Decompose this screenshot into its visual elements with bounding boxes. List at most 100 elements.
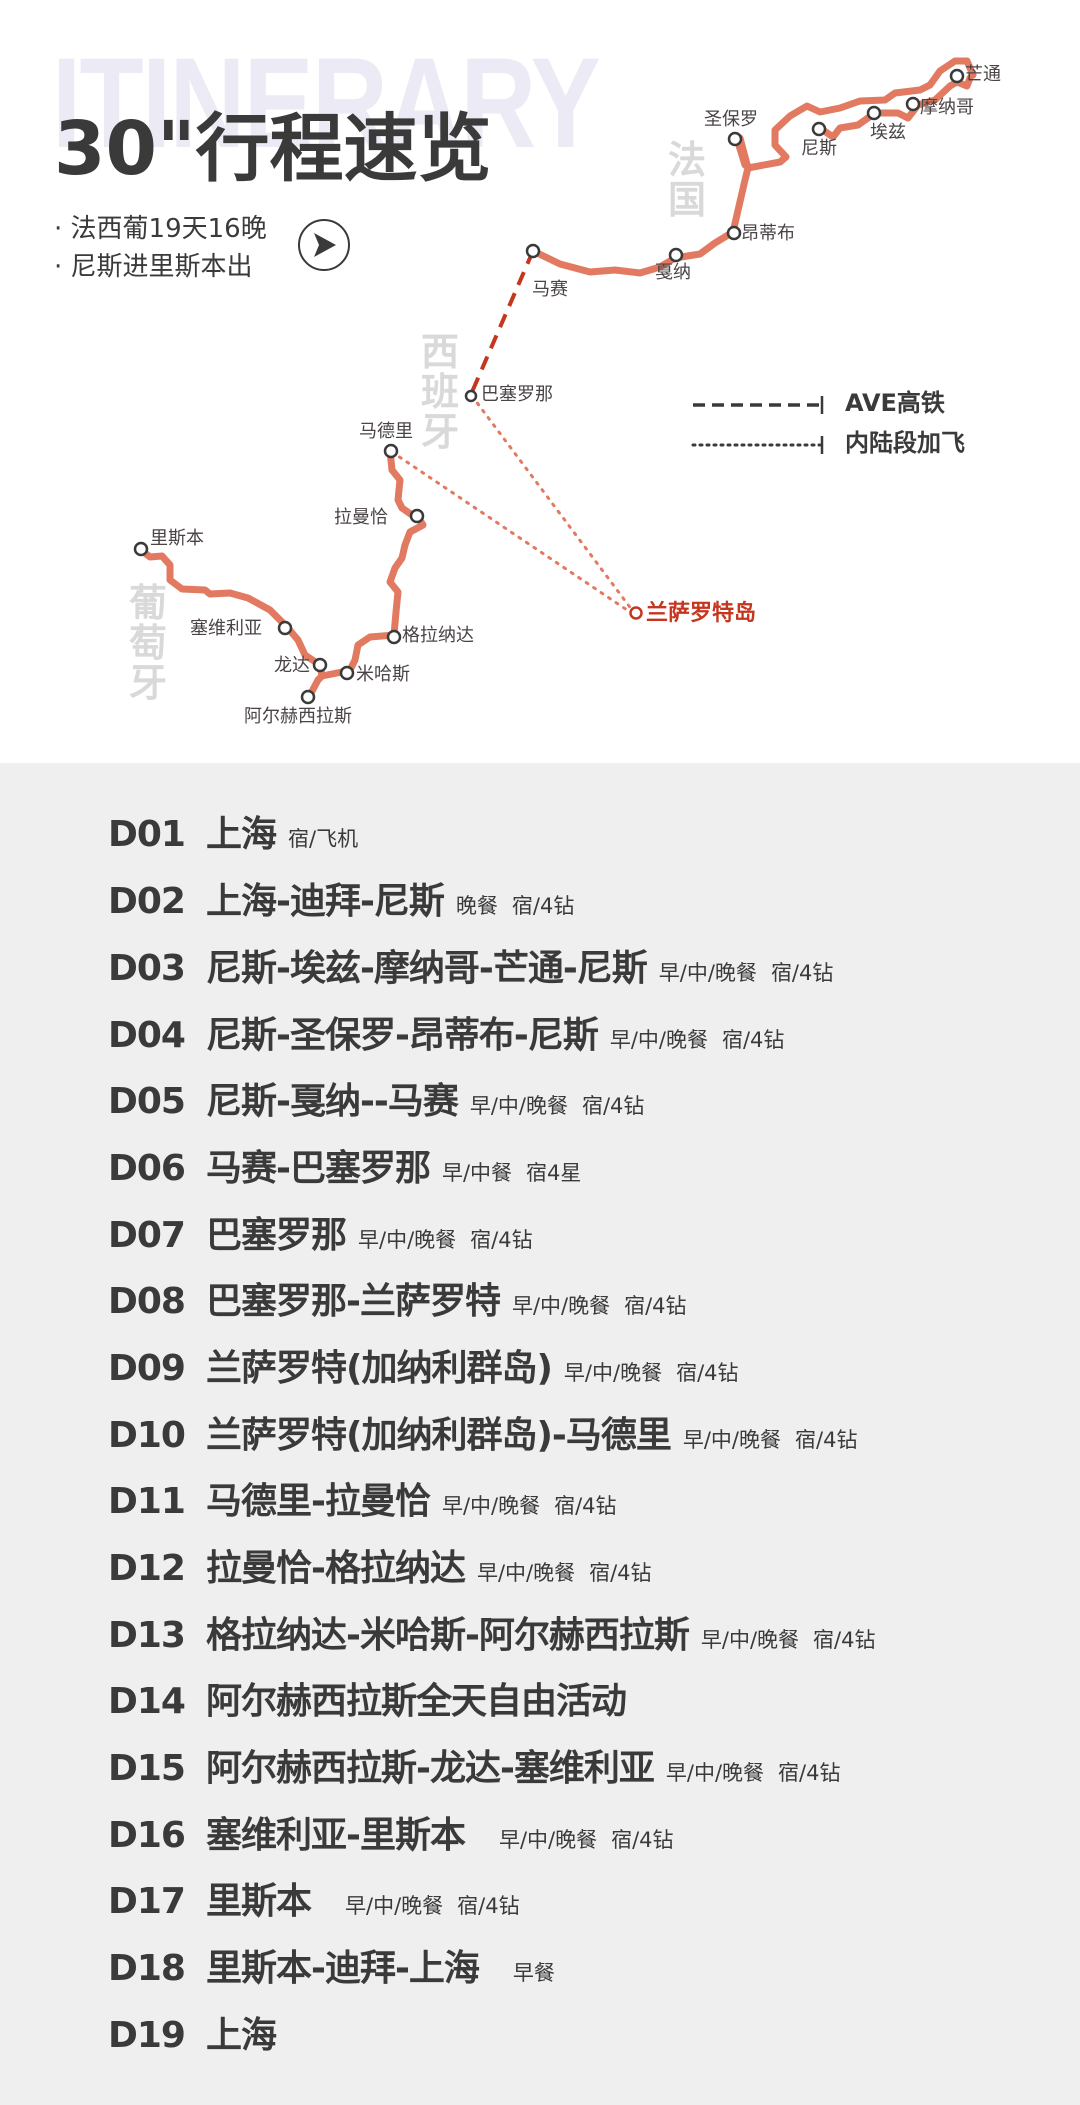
city-label-cannes: 戛纳 xyxy=(655,262,691,283)
day-hotel: 宿/4钻 xyxy=(795,1428,858,1452)
day-route: 兰萨罗特(加纳利群岛) xyxy=(206,1348,553,1389)
route-map-section: ITINERARY 30"行程速览 · 法西葡19天16晚 · 尼斯进里斯本出 xyxy=(0,0,1080,763)
city-label-eze: 埃兹 xyxy=(870,122,906,143)
day-hotel: 宿/4钻 xyxy=(589,1561,652,1585)
day-hotel: 宿/4钻 xyxy=(511,894,575,918)
day-meals: 早/中/晚餐 xyxy=(441,1494,541,1518)
itinerary-row-d12: D12 拉曼恰-格拉纳达早/中/晚餐宿/4钻 xyxy=(108,1539,652,1593)
day-meals: 早/中/晚餐 xyxy=(345,1894,444,1918)
itinerary-row-d04: D04 尼斯-圣保罗-昂蒂布-尼斯早/中/晚餐宿/4钻 xyxy=(108,1006,784,1060)
day-hotel: 宿/4钻 xyxy=(581,1094,645,1118)
city-label-granada: 格拉纳达 xyxy=(402,625,474,646)
day-route: 尼斯-埃兹-摩纳哥-芒通-尼斯 xyxy=(206,948,648,989)
day-route: 马德里-拉曼恰 xyxy=(206,1481,431,1522)
day-hotel: 宿/4钻 xyxy=(770,961,834,985)
day-route: 上海 xyxy=(206,814,277,855)
itinerary-row-d17: D17 里斯本 早/中/晚餐宿/4钻 xyxy=(108,1872,520,1926)
day-meals: 晚餐 xyxy=(455,894,498,918)
day-route: 巴塞罗那-兰萨罗特 xyxy=(206,1281,501,1322)
day-meals: 早餐 xyxy=(512,1961,555,1985)
day-hotel: 宿/4钻 xyxy=(554,1494,617,1518)
france-route xyxy=(529,57,977,277)
day-code: D01 xyxy=(108,814,186,855)
city-label-algeciras: 阿尔赫西拉斯 xyxy=(244,706,352,727)
day-meals: 早/中/晚餐 xyxy=(358,1228,457,1252)
day-route: 阿尔赫西拉斯全天自由活动 xyxy=(206,1681,627,1722)
day-route: 尼斯-圣保罗-昂蒂布-尼斯 xyxy=(206,1015,599,1056)
itinerary-row-d05: D05 尼斯-戛纳--马赛早/中/晚餐宿/4钻 xyxy=(108,1072,644,1126)
day-code: D17 xyxy=(108,1881,186,1922)
city-label-madrid: 马德里 xyxy=(359,421,413,442)
day-meals: 早/中/晚餐 xyxy=(469,1094,568,1118)
city-nodes xyxy=(133,68,965,705)
day-hotel: 宿/4钻 xyxy=(457,1894,520,1918)
day-meals: 早/中/晚餐 xyxy=(700,1628,800,1652)
itinerary-row-d11: D11 马德里-拉曼恰早/中/晚餐宿/4钻 xyxy=(108,1472,617,1526)
day-meals: 早/中/晚餐 xyxy=(609,1028,708,1052)
play-button[interactable] xyxy=(298,219,350,271)
day-hotel: 宿/4钻 xyxy=(624,1294,687,1318)
day-code: D12 xyxy=(108,1548,186,1589)
route-map xyxy=(133,57,977,705)
country-label-france: 法国 xyxy=(667,137,706,222)
legend-flight-label: 内陆段加飞 xyxy=(845,429,965,457)
country-label-spain: 西班牙 xyxy=(420,329,459,454)
day-meals: 早/中/晚餐 xyxy=(665,1761,765,1785)
city-label-menton: 芒通 xyxy=(965,64,1001,85)
city-label-seville: 塞维利亚 xyxy=(190,618,262,639)
day-code: D14 xyxy=(108,1681,186,1722)
day-route: 马赛-巴塞罗那 xyxy=(206,1148,431,1189)
city-label-monaco: 摩纳哥 xyxy=(920,97,974,118)
day-code: D11 xyxy=(108,1481,186,1522)
day-code: D19 xyxy=(108,2015,186,2056)
day-code: D18 xyxy=(108,1948,186,1989)
day-meals: 早/中/晚餐 xyxy=(476,1561,576,1585)
city-label-ronda: 龙达 xyxy=(274,655,310,676)
day-meals: 早/中/晚餐 xyxy=(682,1428,782,1452)
play-icon xyxy=(314,233,336,257)
day-meals: 早/中/晚餐 xyxy=(511,1294,611,1318)
city-label-saint-paul: 圣保罗 xyxy=(704,109,758,130)
day-route: 里斯本-迪拜-上海 xyxy=(206,1948,480,1989)
trip-summary: · 法西葡19天16晚 xyxy=(54,214,267,244)
itinerary-row-d07: D07 巴塞罗那早/中/晚餐宿/4钻 xyxy=(108,1206,533,1260)
city-label-lanzarote: 兰萨罗特岛 xyxy=(646,601,757,626)
itinerary-row-d18: D18 里斯本-迪拜-上海 早餐 xyxy=(108,1939,569,1993)
day-hotel: 宿/4钻 xyxy=(470,1228,533,1252)
rail-line xyxy=(470,250,535,393)
day-route: 上海-迪拜-尼斯 xyxy=(206,881,445,922)
day-route: 拉曼恰-格拉纳达 xyxy=(206,1548,466,1589)
day-code: D05 xyxy=(108,1081,186,1122)
day-code: D04 xyxy=(108,1015,186,1056)
day-meals: 早/中/晚餐 xyxy=(658,961,757,985)
day-route: 里斯本 xyxy=(206,1881,312,1922)
day-code: D13 xyxy=(108,1615,186,1656)
day-code: D16 xyxy=(108,1815,186,1856)
day-meals: 早/中/晚餐 xyxy=(563,1361,663,1385)
day-route: 尼斯-戛纳--马赛 xyxy=(206,1081,459,1122)
itinerary-row-d02: D02 上海-迪拜-尼斯晚餐宿/4钻 xyxy=(108,872,574,926)
city-label-nice: 尼斯 xyxy=(801,138,837,159)
day-code: D15 xyxy=(108,1748,186,1789)
city-label-marseille: 马赛 xyxy=(532,279,568,300)
day-route: 巴塞罗那 xyxy=(206,1215,347,1256)
day-code: D10 xyxy=(108,1415,186,1456)
day-code: D02 xyxy=(108,881,186,922)
day-code: D07 xyxy=(108,1215,186,1256)
day-hotel: 宿4星 xyxy=(526,1161,582,1185)
day-code: D08 xyxy=(108,1281,186,1322)
legend-lines xyxy=(691,396,824,454)
day-route: 格拉纳达-米哈斯-阿尔赫西拉斯 xyxy=(206,1615,690,1656)
day-hotel: 宿/4钻 xyxy=(721,1028,785,1052)
city-label-lisbon: 里斯本 xyxy=(150,528,204,549)
city-label-barcelona: 巴塞罗那 xyxy=(481,384,553,405)
background-watermark-text: ITINERARY xyxy=(52,32,601,175)
